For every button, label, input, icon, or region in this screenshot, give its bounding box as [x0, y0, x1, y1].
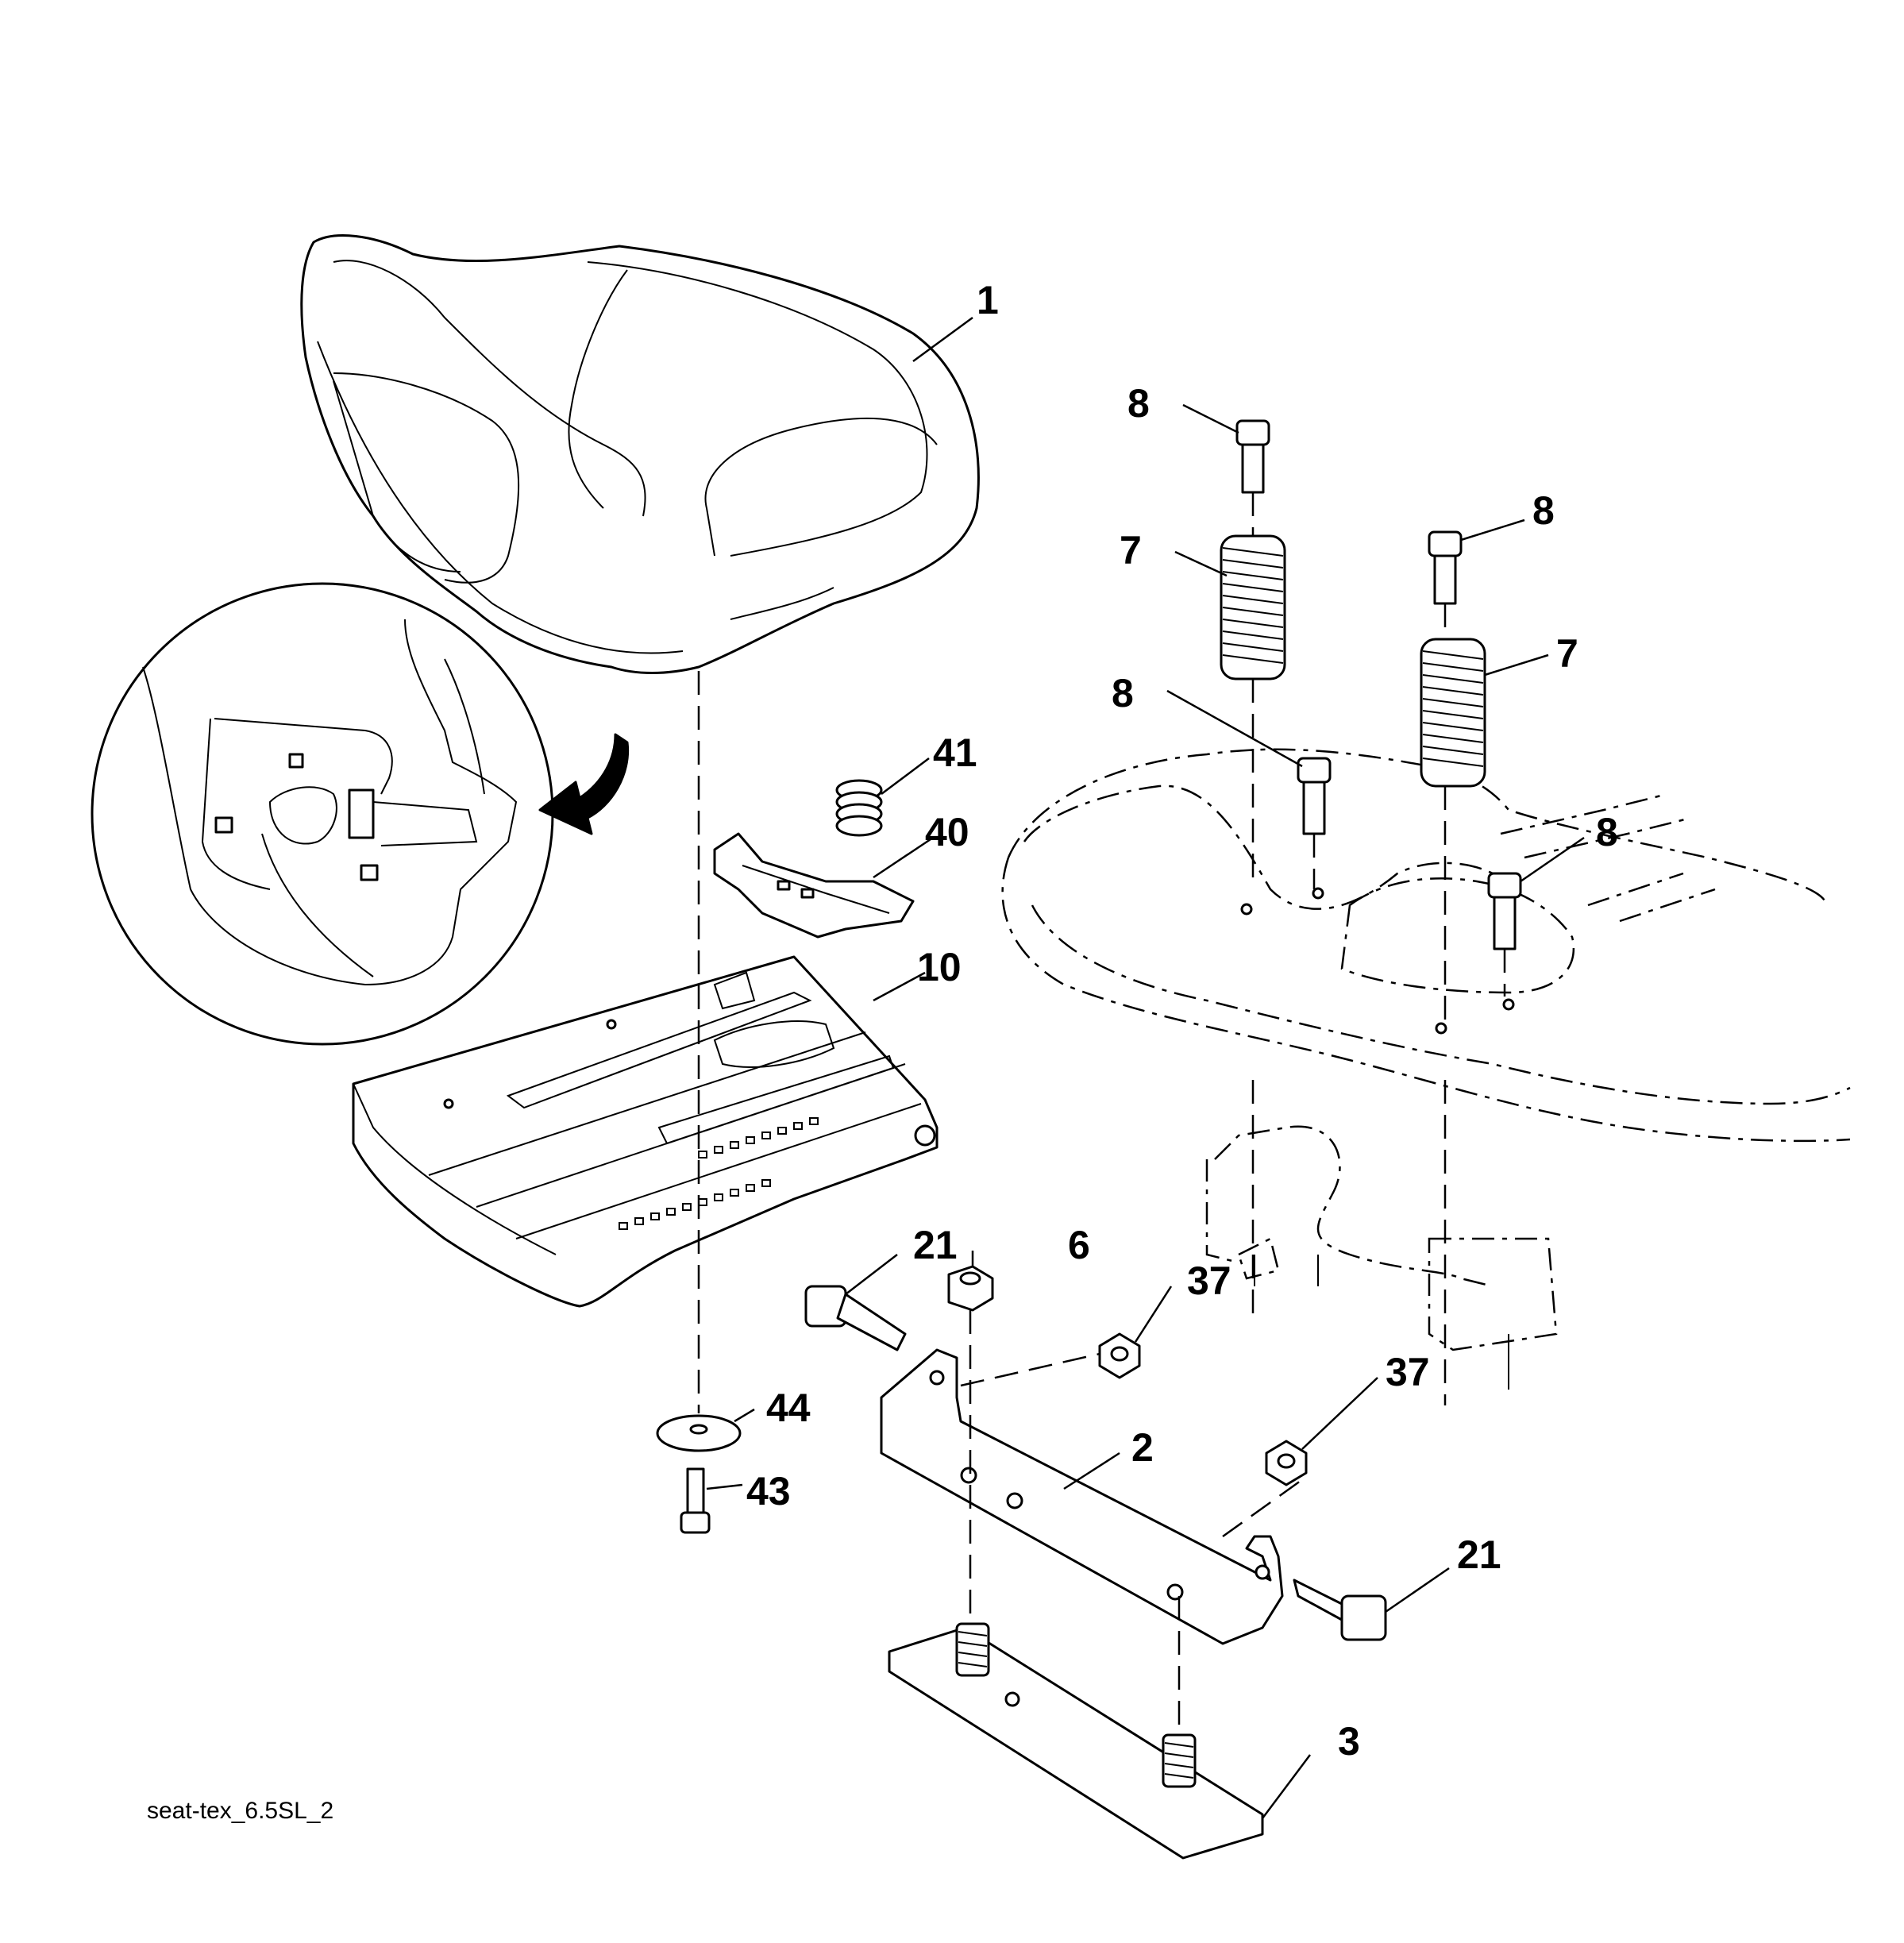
- callout-7-b: 7: [1556, 631, 1578, 676]
- spring-part-41: [835, 779, 883, 837]
- callout-21-a: 21: [913, 1223, 958, 1267]
- callout-3: 3: [1338, 1719, 1360, 1764]
- callout-1: 1: [977, 278, 999, 322]
- callout-37-a: 37: [1187, 1259, 1231, 1303]
- callout-41: 41: [933, 731, 977, 775]
- detail-arrow-icon: [538, 733, 630, 835]
- callout-8-a: 8: [1127, 381, 1150, 426]
- callout-labels: 1 8 8 7 7 8 8 41 40 10 21 6 37 37 44 43 …: [746, 278, 1618, 1764]
- callout-8-d: 8: [1596, 810, 1618, 854]
- bolt-part-21-left: [804, 1285, 907, 1351]
- spring-part-7-right: [1420, 638, 1486, 788]
- callout-21-b: 21: [1457, 1532, 1501, 1577]
- bolt-part-21-right: [1293, 1579, 1387, 1641]
- callout-6: 6: [1068, 1223, 1090, 1267]
- callout-43: 43: [746, 1469, 791, 1513]
- seat-part-1: [300, 234, 980, 674]
- detail-magnifier: [91, 582, 554, 1046]
- seat-pan-part-10: [352, 955, 939, 1308]
- nut-part-6: [947, 1265, 994, 1312]
- nut-part-37-a: [1098, 1332, 1141, 1379]
- callout-8-b: 8: [1532, 488, 1555, 533]
- callout-7-a: 7: [1120, 528, 1142, 572]
- bolt-part-8-d: [1487, 872, 1522, 950]
- callout-44: 44: [766, 1386, 811, 1430]
- callout-37-b: 37: [1386, 1350, 1430, 1394]
- bracket-part-2: [880, 1348, 1284, 1645]
- latch-plate-part-40: [713, 832, 915, 939]
- washer-part-44: [656, 1414, 742, 1452]
- bolt-part-8-c: [1297, 757, 1332, 835]
- slot-row-upper: [698, 1117, 819, 1158]
- spring-part-7-left: [1220, 534, 1286, 680]
- bolt-part-8-b: [1428, 530, 1463, 605]
- callout-40: 40: [925, 810, 969, 854]
- nut-part-37-b: [1265, 1440, 1308, 1486]
- bolt-part-8-a: [1235, 419, 1270, 494]
- callout-8-c: 8: [1112, 671, 1134, 715]
- callout-2: 2: [1131, 1425, 1154, 1470]
- diagram-reference-code: seat-tex_6.5SL_2: [147, 1798, 333, 1824]
- frame-outline-reference: [1001, 748, 1851, 1390]
- leader-lines: [706, 316, 1585, 1819]
- base-plate-part-3: [888, 1622, 1264, 1860]
- bolt-part-43: [680, 1467, 711, 1534]
- slot-row: [619, 1179, 771, 1230]
- callout-10: 10: [917, 945, 962, 989]
- assembly-axis-lines: [697, 492, 1506, 1735]
